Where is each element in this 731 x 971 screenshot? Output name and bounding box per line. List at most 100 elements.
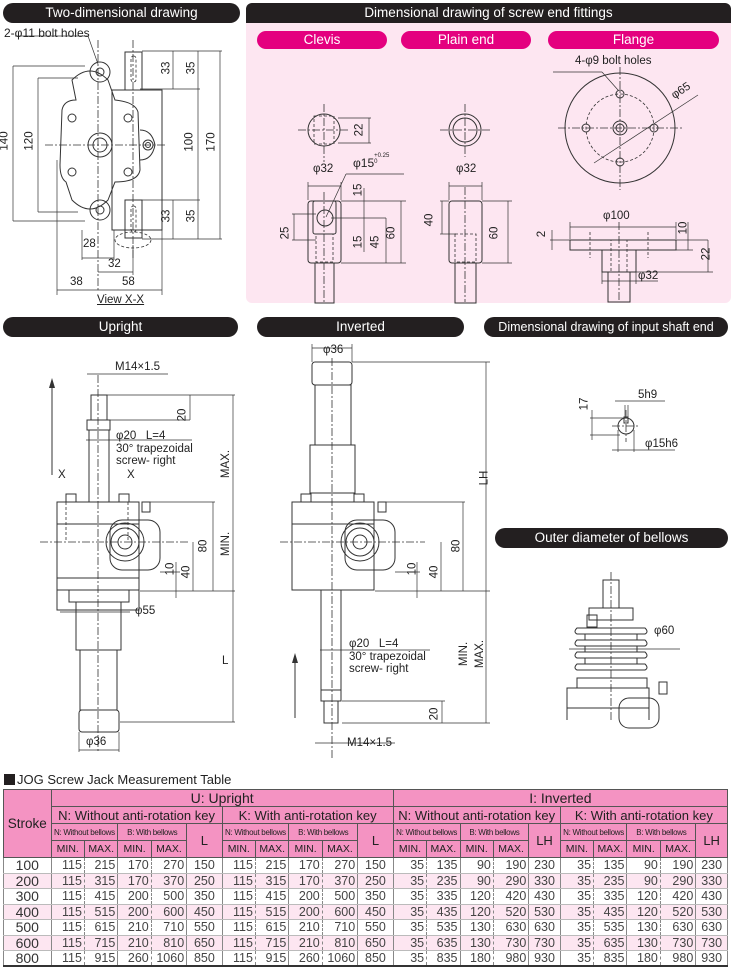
cell-max-with-bellows: 1060 [150, 950, 188, 967]
cell-max-without-bellows: 915 [83, 950, 119, 967]
cell-max-with-bellows: 290 [659, 872, 697, 889]
cell-min-without-bellows: 35 [392, 872, 428, 889]
header-two-dimensional-drawing: Two-dimensional drawing [3, 3, 240, 23]
cell-max-without-bellows: 615 [83, 919, 119, 936]
cell-max-without-bellows: 235 [426, 872, 461, 889]
inverted-dim-40: 40 [428, 565, 441, 579]
cell-min-with-bellows: 120 [626, 903, 661, 920]
header-length: L [186, 823, 223, 858]
table-title: JOG Screw Jack Measurement Table [4, 772, 231, 787]
cell-max-without-bellows: 635 [426, 934, 461, 951]
cell-min-with-bellows: 120 [626, 888, 661, 905]
inverted-drawing [250, 340, 500, 760]
cell-min-without-bellows: 115 [221, 934, 256, 951]
header-bellows-without: N: Without bellows [221, 823, 290, 841]
cell-max-without-bellows: 635 [593, 934, 628, 951]
cell-min-with-bellows: 120 [459, 888, 494, 905]
cell-min-with-bellows: 90 [459, 857, 494, 874]
cell-min-without-bellows: 115 [221, 888, 256, 905]
header-max: MAX. [593, 840, 628, 858]
cell-min-without-bellows: 115 [221, 950, 256, 967]
cell-max-with-bellows: 710 [321, 919, 359, 936]
cell-stroke: 100 [3, 857, 52, 874]
cell-max-without-bellows: 915 [254, 950, 290, 967]
cell-min-without-bellows: 35 [559, 903, 595, 920]
upright-x-mark-right: X [127, 469, 135, 481]
cell-length: 730 [528, 934, 561, 951]
cell-min-with-bellows: 180 [459, 950, 494, 967]
cell-min-with-bellows: 200 [117, 903, 152, 920]
inverted-dim-20: 20 [428, 707, 441, 721]
cell-min-with-bellows: 210 [117, 934, 152, 951]
header-min: MIN. [459, 840, 494, 858]
dim-140: 140 [0, 131, 11, 151]
cell-stroke: 500 [3, 919, 52, 936]
cell-max-without-bellows: 535 [593, 919, 628, 936]
cell-min-without-bellows: 115 [50, 919, 85, 936]
cell-min-without-bellows: 35 [392, 950, 428, 967]
header-length: LH [695, 823, 728, 858]
inverted-max: MAX. [474, 639, 487, 669]
cell-max-with-bellows: 290 [492, 872, 530, 889]
cell-min-with-bellows: 120 [459, 903, 494, 920]
cell-max-without-bellows: 235 [593, 872, 628, 889]
cell-max-with-bellows: 630 [492, 919, 530, 936]
header-bellows-without: N: Without bellows [50, 823, 119, 841]
cell-length: 630 [528, 919, 561, 936]
cell-max-without-bellows: 315 [83, 872, 119, 889]
cell-min-without-bellows: 115 [50, 903, 85, 920]
upright-drawing [0, 340, 250, 760]
upright-dim-80: 80 [197, 539, 210, 553]
cell-max-without-bellows: 135 [593, 857, 628, 874]
cell-max-without-bellows: 515 [254, 903, 290, 920]
cell-min-without-bellows: 115 [50, 934, 85, 951]
cell-max-with-bellows: 500 [321, 888, 359, 905]
header-inverted-with-key: K: With anti-rotation key [559, 806, 729, 824]
header-max: MAX. [83, 840, 119, 858]
cell-min-without-bellows: 115 [221, 872, 256, 889]
cell-min-without-bellows: 115 [50, 888, 85, 905]
cell-min-with-bellows: 130 [626, 934, 661, 951]
cell-stroke: 600 [3, 934, 52, 951]
input-shaft-end-drawing [570, 380, 690, 470]
input-shaft-dim-17: 17 [578, 397, 591, 411]
inverted-thread: M14×1.5 [347, 737, 393, 749]
upright-screw-type-line1: 30° trapezoidal [116, 443, 193, 455]
header-min: MIN. [626, 840, 661, 858]
cell-length: 430 [695, 888, 728, 905]
cell-min-with-bellows: 260 [117, 950, 152, 967]
cell-min-with-bellows: 200 [288, 903, 323, 920]
header-stroke: Stroke [3, 789, 52, 858]
cell-min-with-bellows: 130 [459, 934, 494, 951]
cell-min-without-bellows: 35 [392, 919, 428, 936]
cell-max-without-bellows: 415 [83, 888, 119, 905]
cell-min-with-bellows: 130 [626, 919, 661, 936]
inverted-dim-phi36: φ36 [323, 344, 344, 356]
cell-length: 350 [186, 888, 223, 905]
cell-length: 350 [357, 888, 394, 905]
header-max: MAX. [426, 840, 461, 858]
inverted-dim-10: 10 [406, 562, 419, 576]
clevis-dim-15-bottom: 15 [352, 235, 365, 249]
inverted-screw-type-line1: 30° trapezoidal [349, 651, 426, 663]
cell-max-with-bellows: 980 [492, 950, 530, 967]
plain-end-drawing [400, 22, 530, 302]
header-length: LH [528, 823, 561, 858]
cell-min-without-bellows: 115 [221, 903, 256, 920]
cell-length: 630 [695, 919, 728, 936]
cell-max-without-bellows: 515 [83, 903, 119, 920]
header-bellows-with: B: With bellows [117, 823, 188, 841]
cell-max-without-bellows: 835 [593, 950, 628, 967]
header-max: MAX. [254, 840, 290, 858]
cell-length: 150 [186, 857, 223, 874]
flange-dim-phi100: φ100 [603, 210, 630, 222]
cell-max-without-bellows: 615 [254, 919, 290, 936]
cell-min-with-bellows: 170 [288, 872, 323, 889]
cell-max-without-bellows: 835 [426, 950, 461, 967]
cell-stroke: 200 [3, 872, 52, 889]
clevis-hole-value: φ15 [353, 156, 375, 170]
upright-min: MIN. [220, 531, 233, 557]
dim-33-top: 33 [160, 61, 173, 75]
